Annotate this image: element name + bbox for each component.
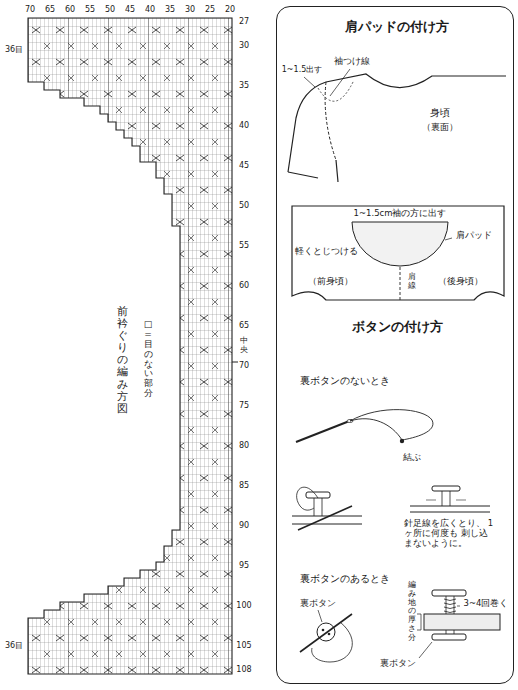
row-number: 30 [239,42,249,51]
shoulder-pad [318,80,354,101]
button-hole [328,633,331,636]
center-mark-label: 中央 [240,337,248,355]
thread [312,622,353,662]
thread [350,419,402,440]
part-label: （後身頃） [438,277,483,287]
sweater-outline [288,74,506,172]
column-number: 50 [105,6,115,15]
leader-line [457,606,460,607]
column-number: 30 [185,6,195,15]
row-number: 105 [236,642,251,651]
row-number: 85 [239,482,249,491]
column-number: 60 [65,6,75,15]
part-label: 肩パッド [456,231,492,241]
row-number: 95 [239,562,249,571]
row-number: 70 [239,362,249,371]
needle [296,420,352,442]
button [306,492,330,498]
dimension: 1~1.5出す [282,66,323,75]
button [432,486,460,491]
thread-shank [446,630,454,634]
thread-wrap [444,596,456,614]
row-number: 27 [239,18,249,27]
row-number: 35 [239,82,249,91]
needle [298,506,352,530]
fabric [410,506,490,512]
row-number: 90 [239,522,249,531]
part-label: 身頃 [430,107,450,118]
thickness-bracket [417,614,421,630]
row-number: 45 [239,162,249,171]
column-number: 70 [25,6,35,15]
sweater-outline [288,172,318,178]
leader-line [304,77,315,87]
center-mark [232,362,238,363]
note: 3~4回巻く [464,599,509,608]
leader-line [419,642,432,658]
stitch-count: 36目 [5,642,23,651]
column-number: 55 [85,6,95,15]
chart-title: 前衿ぐりの編み方図 [117,306,128,415]
back-button [432,634,466,640]
note: 結ぶ [403,453,421,463]
part-label: 袖つけ線 [334,57,370,67]
leader-line [445,238,452,240]
knot [400,439,404,443]
row-number: 80 [239,442,249,451]
section-heading: 肩パッドの付け方 [345,20,449,34]
leader-line [318,610,322,622]
row-number: 75 [239,402,249,411]
column-number: 65 [45,6,55,15]
note: 針足線を広くとり、 1ヶ所に何度も 刺し込まないように。 [404,519,496,548]
column-number: 45 [125,6,135,15]
thread [350,410,433,440]
row-number: 40 [239,122,249,131]
garment-piece [292,206,504,300]
stitch-spread [426,500,466,501]
column-number: 25 [205,6,215,15]
column-number: 20 [225,6,235,15]
column-number: 40 [145,6,155,15]
needle [300,614,352,652]
leader-line [330,69,350,96]
shoulder-pad [352,222,448,266]
button-hole [322,629,325,632]
part-label: （裏面） [422,123,458,133]
stitch-count: 36目 [5,46,23,55]
row-number: 65 [239,322,249,331]
button [432,590,466,596]
row-number: 60 [239,282,249,291]
sweater-outline [336,160,338,182]
fabric [424,614,500,630]
thread-shank [314,498,322,516]
note: 軽くとじつける [295,247,358,256]
chart-grid [28,18,232,674]
thread [297,487,318,510]
part-label: 裏ボタン [380,659,416,669]
part-label: 裏ボタン [300,599,336,609]
row-number: 108 [236,666,251,675]
chart-outline [28,18,232,674]
chart-major-lines [28,18,232,674]
row-number: 55 [239,242,249,251]
dimension: 1~1.5cm袖の方に出す [353,209,446,218]
section-heading: ボタンの付け方 [352,320,443,334]
dimension: 編み地の厚さ分 [408,581,416,643]
subheading: 裏ボタンのあるとき [300,573,390,584]
row-number: 100 [236,602,251,611]
subheading: 裏ボタンのないとき [300,375,390,386]
stitch-symbols [28,18,232,674]
column-number: 35 [165,6,175,15]
row-number: 50 [239,202,249,211]
sleeve-line [325,82,336,160]
thread-shank [442,491,450,506]
part-label: 肩線 [408,273,416,291]
symbol-key: □ = 目のない部分 [144,320,153,399]
part-label: （前身頃） [308,277,353,287]
